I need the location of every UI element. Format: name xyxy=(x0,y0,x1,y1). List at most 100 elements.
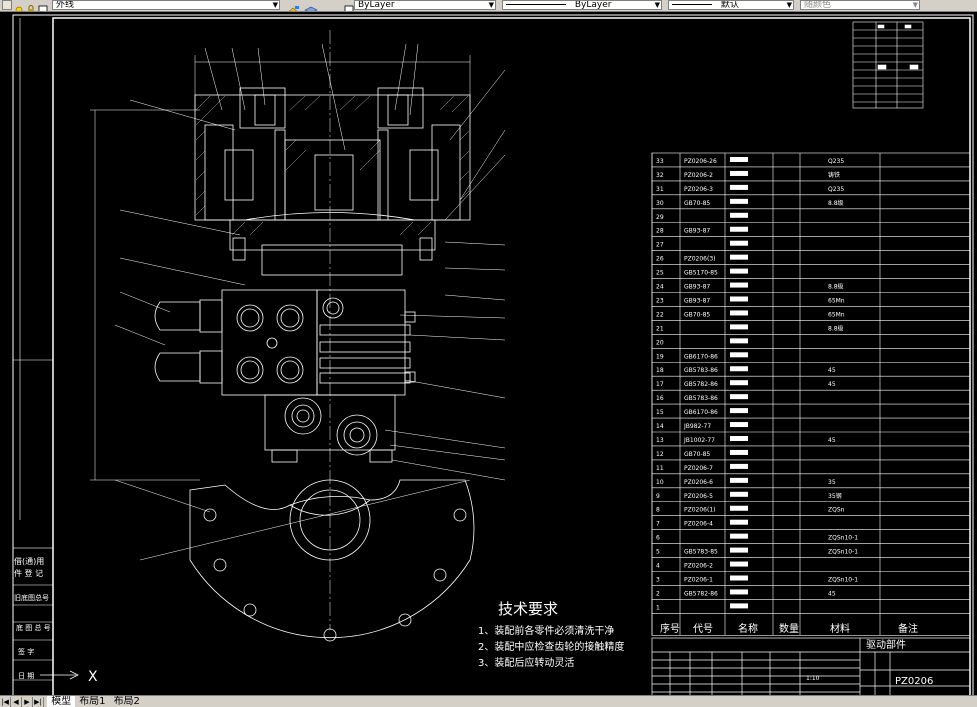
bom-row-code: GB5170-85 xyxy=(684,270,718,277)
bom-row-number: 24 xyxy=(656,284,664,291)
color-dropdown[interactable]: ByLayer ▼ xyxy=(354,0,496,10)
bom-row-material: ZQSn10-1 xyxy=(828,549,858,556)
bom-row-name-block xyxy=(730,338,748,344)
bom-row-name-block xyxy=(730,282,748,288)
bom-row-number: 11 xyxy=(656,465,664,472)
bom-row-material: 35钢 xyxy=(828,492,842,500)
bom-row-number: 18 xyxy=(656,367,664,374)
bom-row-name-block xyxy=(730,198,748,204)
bom-row-number: 30 xyxy=(656,200,664,207)
layer-previous-icon[interactable] xyxy=(304,0,318,11)
bom-row-number: 29 xyxy=(656,214,664,221)
bom-row-number: 2 xyxy=(656,590,660,597)
ucs-x-label: X xyxy=(88,669,98,685)
bom-row-code: PZ0206(3) xyxy=(684,256,716,263)
gearbox-section xyxy=(194,87,471,276)
bom-row-name-block xyxy=(730,157,748,162)
next-tab-icon[interactable]: ▶ xyxy=(22,697,33,707)
tech-req-line1: 1、装配前各零件必须清洗干净 xyxy=(478,624,614,637)
first-tab-icon[interactable]: |◀ xyxy=(0,697,11,707)
bom-row-number: 27 xyxy=(656,242,664,249)
bom-row-code: GB93-87 xyxy=(684,284,710,291)
lock-icon[interactable] xyxy=(26,0,36,11)
bom-row-code: PZ0206-3 xyxy=(684,186,713,193)
bom-row-name-block xyxy=(730,561,748,567)
bom-row-name-block xyxy=(730,547,748,553)
linetype-dropdown[interactable]: ByLayer ▼ xyxy=(502,0,662,10)
bom-row-material: 45 xyxy=(828,367,836,374)
left-panel-line2: 件 登 记 xyxy=(14,568,43,578)
bom-row-code: GB70-85 xyxy=(684,200,710,207)
sun-icon[interactable] xyxy=(14,0,24,11)
bom-row-name-block xyxy=(730,254,748,260)
plotstyle-value: 随颜色 xyxy=(804,0,832,10)
chevron-down-icon[interactable]: ▼ xyxy=(488,1,494,9)
bom-row-code: GB5783-86 xyxy=(684,395,718,402)
plotstyle-dropdown[interactable]: 随颜色 ▼ xyxy=(800,0,920,10)
bom-row-code: JB1002-77 xyxy=(683,437,715,444)
chevron-down-icon[interactable]: ▼ xyxy=(272,1,278,9)
left-margin-panel xyxy=(12,547,54,699)
bom-row-name-block xyxy=(730,366,748,372)
bom-row-number: 32 xyxy=(656,172,664,179)
bom-row-name-block xyxy=(730,589,748,595)
bom-row-material: 45 xyxy=(828,590,836,597)
tech-req-line2: 2、装配中应检查齿轮的接触精度 xyxy=(478,640,624,653)
bom-row-code: GB70-85 xyxy=(684,451,710,458)
chevron-down-icon[interactable]: ▼ xyxy=(912,1,918,9)
left-panel-row2: 底 图 总 号 xyxy=(16,623,51,632)
tab-layout1[interactable]: 布局1 xyxy=(79,696,106,707)
bom-row-number: 12 xyxy=(656,451,664,458)
color-square-icon[interactable] xyxy=(38,0,48,11)
parameter-table xyxy=(852,21,924,109)
make-current-layer-icon[interactable] xyxy=(286,0,300,11)
bom-row-material: 45 xyxy=(828,437,836,444)
bom-row-material: ZQSn10-1 xyxy=(828,535,858,542)
bom-row-name-block xyxy=(730,352,748,358)
bom-row-material: 8.8级 xyxy=(828,283,844,291)
layer-dropdown[interactable]: 外线 ▼ xyxy=(52,0,280,10)
gearbox-hatching xyxy=(195,95,470,236)
tab-layout2[interactable]: 布局2 xyxy=(113,696,140,707)
bom-row-material: 8.8级 xyxy=(828,324,844,332)
bom-row-name-block xyxy=(730,491,748,497)
properties-toolbar: 外线 ▼ ByLayer ▼ ByLayer ▼ 默认 ▼ 随颜色 ▼ xyxy=(0,0,977,12)
bom-row-code: GB93-87 xyxy=(684,228,710,235)
bom-row-number: 10 xyxy=(656,479,664,486)
bom-row-number: 16 xyxy=(656,395,664,402)
bom-row-name-block xyxy=(730,422,748,428)
left-panel-line1: 借(通)用 xyxy=(14,556,44,566)
bom-row-number: 26 xyxy=(656,256,664,263)
bom-row-code: PZ0206(1) xyxy=(684,507,716,514)
bom-row-name-block xyxy=(730,268,748,274)
bom-row-material: 65Mn xyxy=(828,297,845,304)
bom-row-material: ZQSn xyxy=(828,507,845,514)
left-panel-row3: 签 字 xyxy=(18,647,34,656)
tech-req-line3: 3、装配后应转动灵活 xyxy=(478,656,574,669)
chevron-down-icon[interactable]: ▼ xyxy=(786,1,792,9)
bom-row-number: 6 xyxy=(656,535,660,542)
lineweight-dropdown[interactable]: 默认 ▼ xyxy=(668,0,794,10)
dimension-lines xyxy=(90,43,506,561)
layer-state-icon[interactable] xyxy=(2,0,12,10)
color-value: ByLayer xyxy=(358,0,395,10)
drawing-scale: 1:10 xyxy=(806,675,820,682)
flange-view xyxy=(189,479,475,642)
tab-model[interactable]: 模型 xyxy=(47,696,76,707)
bom-header-code: 代号 xyxy=(693,623,713,635)
bom-row-code: GB5783-85 xyxy=(684,549,718,556)
bom-row-code: GB70-85 xyxy=(684,311,710,318)
bom-row-code: GB6170-86 xyxy=(684,353,718,360)
lineweight-sample xyxy=(672,4,712,5)
prev-tab-icon[interactable]: ◀ xyxy=(11,697,22,707)
bom-row-name-block xyxy=(730,436,748,441)
bom-header-name: 名称 xyxy=(738,622,758,635)
lineweight-value: 默认 xyxy=(720,0,739,10)
bom-row-code: GB6170-86 xyxy=(684,409,718,416)
bom-row-number: 1 xyxy=(656,604,660,611)
bom-row-number: 31 xyxy=(656,186,664,193)
bom-row-name-block xyxy=(730,533,748,539)
chevron-down-icon[interactable]: ▼ xyxy=(654,1,660,9)
